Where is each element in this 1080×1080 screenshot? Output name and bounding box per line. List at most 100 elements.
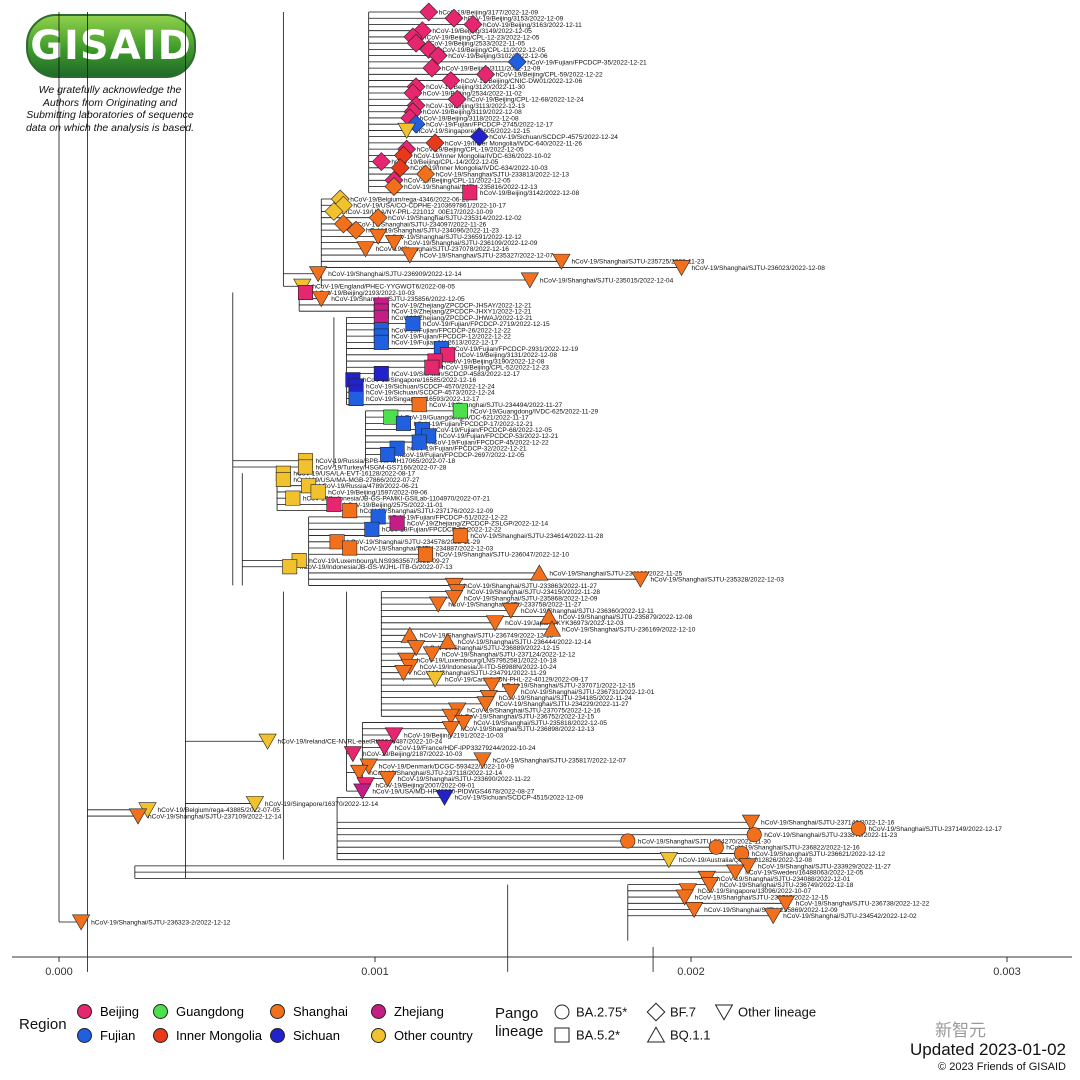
tip-label: hCoV-19/Shanghai/SJTU-234088/2022-12-01 (717, 876, 851, 883)
tip-marker-triangle-up (438, 632, 457, 650)
tip-label: hCoV-19/Shanghai/SJTU-234542/2022-12-02 (783, 913, 917, 920)
tip-label: hCoV-19/Shanghai/SJTU-235328/2022-12-03 (650, 577, 784, 584)
tip-label: hCoV-19/Luxembourg/LNS9363567/2022-09-27 (309, 558, 449, 565)
tip-label: hCoV-19/Shanghai/SJTU-233873/2022-11-23 (764, 832, 897, 839)
region-color-swatch (371, 1004, 386, 1019)
tip-label: hCoV-19/Indonesia/JI-ITD-58988N/2022-10-… (420, 664, 557, 671)
tip-label: hCoV-19/Belgium/rega-4346/2022-06-29 (350, 196, 469, 203)
pango-legend-marker (554, 1027, 570, 1043)
tip-label: hCoV-19/Shanghai/SJTU-234270/2022-11-30 (638, 838, 771, 845)
tip-marker-triangle-down (501, 602, 521, 619)
tip-marker-triangle-down (71, 914, 91, 931)
tip-marker-square (383, 409, 399, 425)
pango-legend-marker (646, 1026, 666, 1043)
tip-label: hCoV-19/Indonesia/JB-GS-WJHL-ITB-G/2022-… (300, 564, 453, 571)
pango-legend-marker (714, 1004, 734, 1021)
tip-marker-square (297, 284, 313, 300)
tip-label: hCoV-19/Sweden/16488063/2022-12-05 (745, 870, 863, 877)
tip-label: hCoV-19/Shanghai/SJTU-236898/2022-12-13 (461, 726, 595, 733)
tip-label: hCoV-19/Beijing/3118/2022-12-08 (420, 115, 519, 122)
tip-marker-triangle-down (356, 241, 375, 258)
tip-label: hCoV-19/Beijing/CPL-59/2022-12-22 (496, 72, 603, 79)
tip-label: hCoV-19/Singapore/16585/2022-12-16 (363, 377, 477, 384)
tip-label: hCoV-19/Sichuan/SCDCP-4575/2022-12-24 (489, 134, 618, 141)
tip-marker-triangle-down (308, 266, 328, 283)
tip-label: hCoV-19/Shanghai/SJTU-234166/2022-11-25 (549, 570, 682, 577)
copyright-text: © 2023 Friends of GISAID (938, 1061, 1066, 1073)
tip-marker-diamond (428, 46, 448, 66)
tip-marker-triangle-down (485, 615, 505, 632)
region-legend-item: Sichuan (270, 1028, 340, 1043)
tip-marker-square (329, 534, 345, 550)
tip-label: hCoV-19/Fujian/FPCDCP-2697/2022-12-05 (398, 452, 525, 459)
tip-label: hCoV-19/Beijing/2193/2022-10-03 (315, 290, 415, 297)
pango-legend-label: BA.2.75* (576, 1005, 627, 1020)
tip-label: hCoV-19/Fujian/FPCDCP-23/2022-12-22 (382, 527, 502, 534)
tip-label: hCoV-19/Canada/ON-PHL-22-40129/2022-09-1… (445, 676, 588, 683)
tip-label: hCoV-19/USA/CO-CDPHE-2103697861/2022-10-… (353, 203, 506, 210)
tip-marker-square (395, 415, 411, 431)
tip-marker-triangle-down (444, 590, 464, 607)
tip-marker-diamond (368, 208, 388, 228)
tip-marker-square (411, 397, 427, 413)
tip-marker-diamond (390, 158, 410, 178)
tip-marker-circle (708, 839, 724, 855)
tip-label: hCoV-19/Fujian/FPCDCP-35/2022-12-21 (527, 59, 647, 66)
tip-marker-square (370, 509, 386, 525)
tip-label: hCoV-19/Beijing/3177/2022-12-09 (439, 9, 539, 16)
tip-label: hCoV-19/Shanghai/SJTU-237071/2022-12-15 (502, 683, 636, 690)
tip-label: hCoV-19/Beijing/2191/2022-10-03 (404, 732, 504, 739)
tip-label: hCoV-19/Shanghai/SJTU-234494/2022-11-27 (429, 402, 562, 409)
acknowledgement-text: We gratefully acknowledge the Authors fr… (25, 84, 195, 134)
tip-label: hCoV-19/Sichuan/SCDCP-4573/2022-12-24 (366, 390, 495, 397)
tip-label: hCoV-19/Belgium/rega-43885/2022-07-05 (157, 807, 280, 814)
tip-markers (71, 2, 866, 931)
tip-label: hCoV-19/Beijing/3111/2022-12-09 (442, 65, 541, 72)
tip-label: hCoV-19/Sichuan/SCDCP-4515/2022-12-09 (455, 795, 584, 802)
tip-marker-diamond (371, 152, 391, 172)
region-legend-item: Inner Mongolia (153, 1028, 262, 1043)
tip-label: hCoV-19/Shanghai/SJTU-234096/2022-11-23 (366, 228, 499, 235)
tip-label: hCoV-19/Beijing/CNIC-DW01/2022-12-06 (461, 78, 583, 85)
tip-marker-circle (850, 821, 866, 837)
tip-marker-square (452, 528, 468, 544)
tip-marker-triangle-down (659, 852, 679, 869)
tip-marker-diamond (507, 52, 527, 72)
tip-marker-triangle-down (454, 715, 473, 732)
tip-marker-square (275, 471, 291, 487)
x-tick-label: 0.000 (45, 966, 73, 978)
tip-label: hCoV-19/Shanghai/SJTU-237109/2022-12-14 (148, 813, 282, 820)
tip-label: hCoV-19/Shanghai/SJTU-237075/2022-12-16 (467, 707, 601, 714)
tip-label: hCoV-19/Shanghai/SJTU-235879/2022-12-08 (559, 614, 693, 621)
tip-label: hCoV-19/Inner Mongolia/IVDC-640/2022-11-… (445, 140, 582, 147)
pango-legend-title-line1: Pango (495, 1005, 539, 1022)
tip-label: hCoV-19/Beijing/2575/2022-11-01 (344, 502, 443, 509)
tip-marker-triangle-down (343, 746, 363, 763)
tip-marker-square (440, 347, 456, 363)
tip-label: hCoV-19/Beijing/CPL-12-68/2022-12-24 (467, 97, 584, 104)
tip-label: hCoV-19/Shanghai/SJTU-234614/2022-11-28 (470, 533, 603, 540)
tip-label: hCoV-19/Shanghai/SJTU-236738/2022-12-22 (796, 901, 930, 908)
tip-label: hCoV-19/Shanghai/SJTU-236707/2022-12-15 (695, 894, 829, 901)
region-color-swatch (270, 1028, 285, 1043)
tip-label: hCoV-19/Beijing/3149/2022-12-05 (432, 28, 532, 35)
tip-marker-circle (620, 833, 636, 849)
tip-label: hCoV-19/Shanghai/SJTU-236360/2022-12-11 (521, 608, 654, 615)
tip-label: hCoV-19/Shanghai/SJTU-235818/2022-12-05 (473, 720, 607, 727)
x-tick-label: 0.001 (361, 966, 389, 978)
tip-label: hCoV-19/Shanghai/SJTU-236752/2022-12-15 (461, 714, 595, 721)
tip-label: hCoV-19/Shanghai/SJTU-233690/2022-11-22 (398, 776, 531, 783)
tip-label: hCoV-19/Shanghai/SJTU-234229/2022-11-27 (496, 701, 629, 708)
tip-marker-square (342, 503, 358, 519)
pango-legend-label: BA.5.2* (576, 1028, 620, 1043)
tip-marker-diamond (333, 214, 353, 234)
tip-marker-diamond (324, 202, 344, 221)
tip-label: hCoV-19/Beijing/2534/2022-11-02 (423, 90, 522, 97)
tip-marker-square (364, 521, 380, 537)
region-legend-label: Beijing (100, 1004, 140, 1019)
tip-marker-square (418, 546, 434, 562)
tip-label: hCoV-19/Shanghai/SJTU-233929/2022-11-27 (758, 863, 891, 870)
tip-label: hCoV-19/Shanghai/SJTU-236444/2022-12-14 (458, 639, 592, 646)
tip-marker-triangle-down (552, 253, 571, 270)
region-color-swatch (153, 1004, 168, 1019)
